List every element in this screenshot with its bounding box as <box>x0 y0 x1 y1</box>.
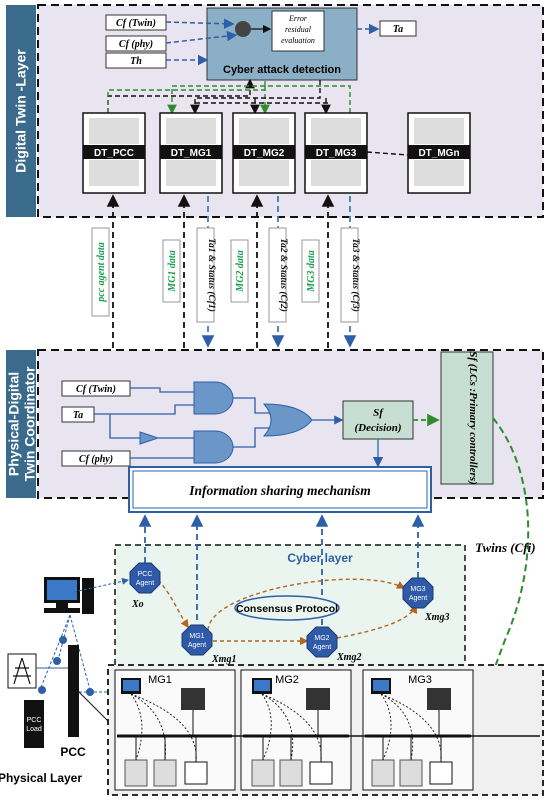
or-gate-icon <box>262 403 313 437</box>
and-gate-top-icon <box>193 381 234 415</box>
twins-cfi-label: Twins (Cfi) <box>475 540 536 555</box>
dt-pcc-box <box>82 112 146 194</box>
residual-line1: Error <box>288 14 308 23</box>
coord-cf-phy: Cf (phy) <box>79 454 113 465</box>
state-xo: Xo <box>131 599 144 610</box>
error-residual-box <box>271 10 325 52</box>
mg2-building-icon <box>306 688 330 710</box>
mg1-agent-line2: Agent <box>188 642 206 649</box>
mg3-agent <box>402 577 434 609</box>
mg3-data-label: MG3 data <box>306 250 317 292</box>
ta-output-box <box>379 20 417 37</box>
mg2-label: MG2 <box>275 674 299 686</box>
ta-output: Ta <box>393 24 403 35</box>
mg2-agent <box>306 626 338 658</box>
mg3-agent-line2: Agent <box>409 595 427 602</box>
cyber-layer-label: Cyber layer <box>287 551 353 565</box>
mg1-label: MG1 <box>148 674 172 686</box>
pcc-load-box <box>24 700 44 748</box>
pcc-load-line2: Load <box>26 726 42 733</box>
coord-cf-twin: Cf (Twin) <box>76 384 116 395</box>
dt-mg3-label: DT_MG3 <box>316 148 357 159</box>
pcc-load-line1: PCC <box>27 717 42 724</box>
sf-controllers-label: Sf (LCs :Primary controllers) <box>467 351 479 485</box>
pylon-icon <box>7 653 37 689</box>
dt-mg3-box <box>304 112 368 194</box>
dt-mgn-box <box>407 112 471 194</box>
mg1-building-icon <box>181 688 205 710</box>
summing-junction-icon <box>235 21 251 37</box>
state-xmg2: Xmg2 <box>336 652 361 663</box>
dt-mg2-label: DT_MG2 <box>244 148 285 159</box>
digital-twin-layer-label: Digital Twin -Layer <box>6 5 36 217</box>
th-input: Th <box>130 56 142 67</box>
decision-label: (Decision) <box>354 422 401 434</box>
ta3-status-label: Ta3 & Status (Cf3) <box>350 238 361 312</box>
dt-mg2-box <box>232 112 296 194</box>
sf-controllers-box <box>440 351 494 485</box>
mg1-agent <box>181 624 213 656</box>
consensus-protocol-label: Consensus Protocol <box>236 603 338 615</box>
residual-line3: evaluation <box>281 36 315 45</box>
state-xmg3: Xmg3 <box>424 612 449 623</box>
residual-line2: residual <box>285 25 312 34</box>
cf-phy-input: Cf (phy) <box>119 39 153 50</box>
physical-layer-label: Physical Layer <box>0 771 82 785</box>
cf-phy-input-box <box>105 35 167 52</box>
state-xmg1: Xmg1 <box>211 654 236 665</box>
mg3-agent-line1: MG3 <box>410 586 425 593</box>
mg3-building-icon <box>427 688 451 710</box>
pcc-agent <box>129 562 161 594</box>
dt-pcc-label: DT_PCC <box>94 148 134 159</box>
decision-sf: Sf <box>373 407 384 419</box>
pcc-agent-line1: PCC <box>138 571 153 578</box>
pcc-label: PCC <box>60 745 86 759</box>
cf-twin-input: Cf (Twin) <box>116 18 156 29</box>
pcc-agent-line2: Agent <box>136 580 154 587</box>
mg3-cluster <box>362 669 474 791</box>
mg1-cluster <box>114 669 236 791</box>
ta2-status-label: Ta2 & Status (Cf2) <box>278 238 289 312</box>
pcc-agent-data-label: pcc agent data <box>96 242 107 302</box>
and-gate-bottom-icon <box>193 430 234 464</box>
mg2-agent-line2: Agent <box>313 644 331 651</box>
computer-icon <box>44 577 94 614</box>
consensus-protocol-ellipse <box>234 595 340 621</box>
detection-title: Cyber attack detection <box>223 64 341 76</box>
ta1-status-label: Ta1 & Status (Cf1) <box>206 238 217 312</box>
mg1-data-label: MG1 data <box>167 250 178 292</box>
dt-mg1-label: DT_MG1 <box>171 148 212 159</box>
mg2-data-label: MG2 data <box>235 250 246 292</box>
mg1-agent-line1: MG1 <box>189 633 204 640</box>
information-sharing-box <box>128 466 432 513</box>
coord-ta: Ta <box>73 410 83 421</box>
information-sharing-label: Information sharing mechanism <box>188 483 371 498</box>
not-gate-icon <box>139 431 160 445</box>
dt-mgn-label: DT_MGn <box>418 148 459 159</box>
dt-mg1-box <box>159 112 223 194</box>
mg3-label: MG3 <box>408 674 432 686</box>
pcc-bus-bar <box>68 645 79 737</box>
mg2-agent-line1: MG2 <box>314 635 329 642</box>
mg2-cluster <box>240 669 352 791</box>
